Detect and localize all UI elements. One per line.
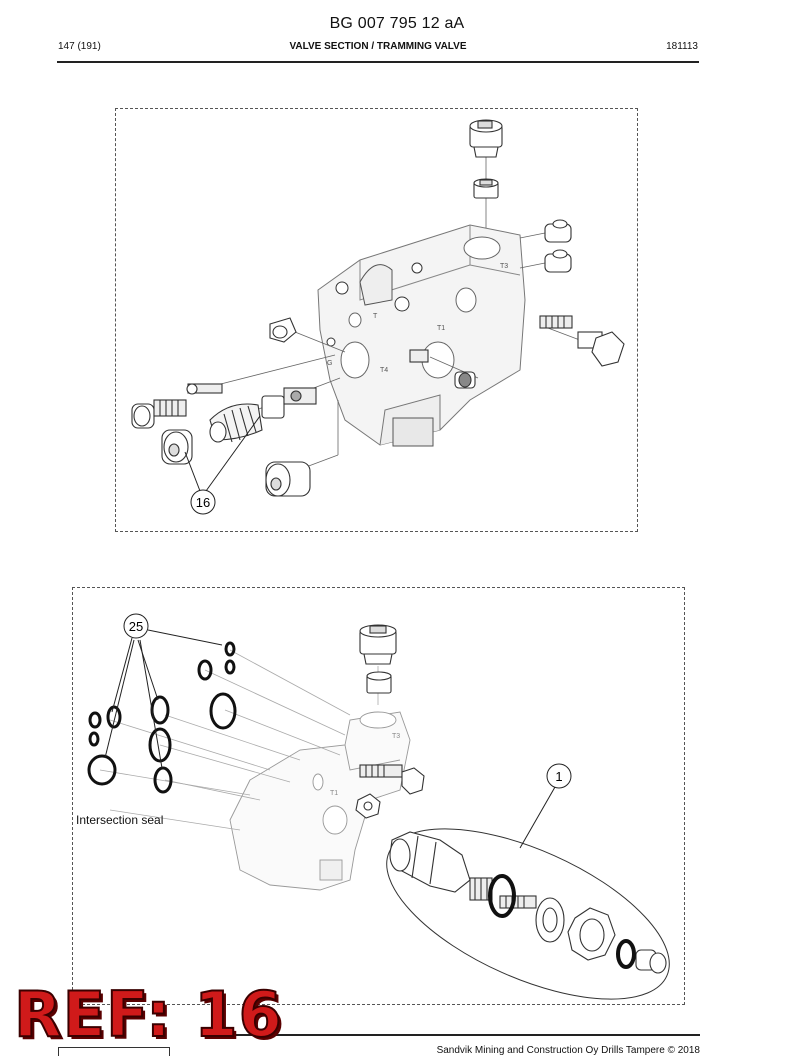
section-title: VALVE SECTION / TRAMMING VALVE — [289, 41, 467, 52]
intersection-seal-label: Intersection seal — [76, 813, 164, 827]
port-mark-t3: T3 — [500, 263, 508, 270]
footer-rule — [230, 1034, 700, 1036]
callout-1: 1 — [555, 769, 562, 784]
port-mark-t4: T4 — [380, 367, 388, 374]
page-number: 147 (191) — [58, 41, 101, 52]
header-rule — [57, 61, 699, 63]
sandvik-logo — [58, 1047, 170, 1056]
figure-1-frame — [115, 108, 638, 532]
port-mark-t1-b: T1 — [330, 790, 338, 797]
port-mark-t3-b: T3 — [392, 733, 400, 740]
footer-copyright: Sandvik Mining and Construction Oy Drill… — [436, 1045, 700, 1056]
callout-25: 25 — [129, 619, 143, 634]
port-mark-g: G — [327, 360, 332, 367]
callout-16: 16 — [196, 495, 210, 510]
ref-stamp: REF: 16 — [13, 978, 283, 1051]
date-code: 181113 — [666, 41, 698, 52]
port-mark-t: T — [373, 313, 378, 320]
figure-2-frame — [72, 587, 685, 1005]
port-mark-t1: T1 — [437, 325, 445, 332]
document-id: BG 007 795 12 aA — [329, 15, 465, 32]
